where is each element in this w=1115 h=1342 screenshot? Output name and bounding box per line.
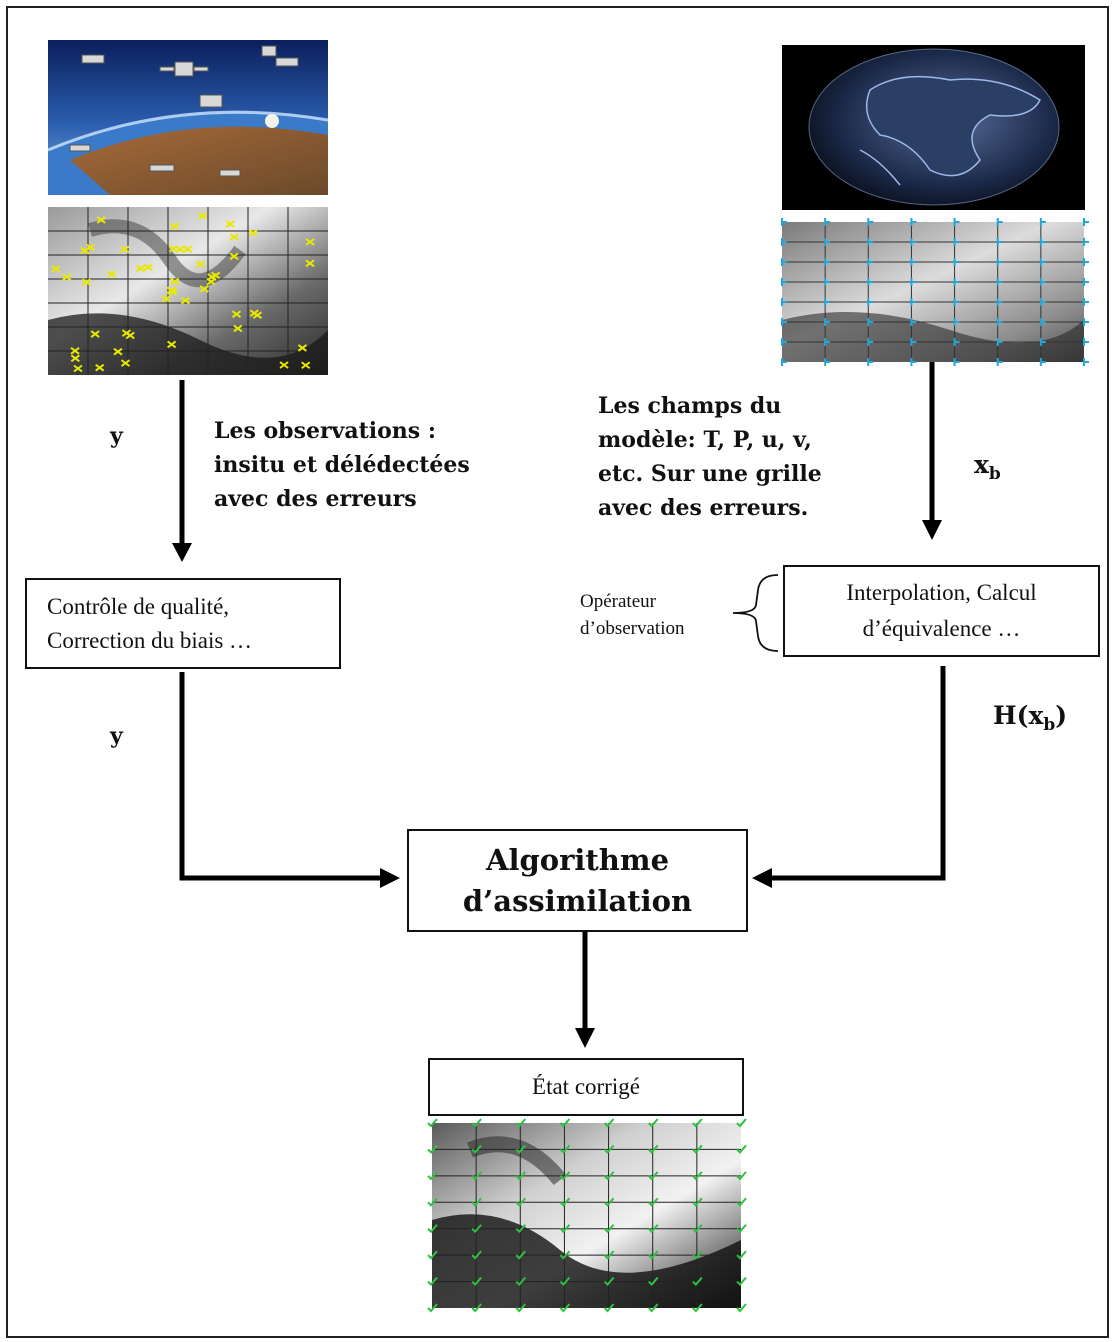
corrected-state-box: État corrigé [428, 1058, 744, 1116]
var-xb-sub: b [988, 464, 1001, 484]
algo-line-1: Algorithme [485, 842, 670, 877]
var-h-xb-prefix: H(x [993, 701, 1044, 730]
operator-line-2: d’observation [580, 618, 685, 639]
qc-line-2: Correction du biais … [47, 627, 253, 653]
var-h-xb: H(xb) [993, 701, 1067, 735]
observation-operator-label: Opérateur d’observation [580, 588, 684, 642]
interp-line-1: Interpolation, Calcul [846, 580, 1037, 605]
var-y-bottom: y [110, 723, 123, 749]
operator-line-1: Opérateur [580, 591, 656, 612]
quality-control-box: Contrôle de qualité, Correction du biais… [25, 578, 341, 669]
qc-line-1: Contrôle de qualité, [47, 593, 230, 619]
assimilation-algorithm-box: Algorithme d’assimilation [407, 829, 748, 932]
diagram-frame [6, 6, 1109, 1338]
corrected-state-label: État corrigé [532, 1074, 640, 1099]
var-h-xb-sub: b [1043, 715, 1056, 735]
model-line-4: avec des erreurs. [598, 495, 809, 521]
var-xb-base: x [974, 450, 989, 479]
observations-line-1: Les observations : [214, 418, 436, 444]
observations-line-2: insitu et délédectées [214, 452, 470, 478]
observations-line-3: avec des erreurs [214, 486, 417, 512]
model-description: Les champs du modèle: T, P, u, v, etc. S… [598, 389, 822, 525]
var-h-xb-suffix: ) [1055, 701, 1068, 730]
model-line-3: etc. Sur une grille [598, 461, 822, 487]
var-xb: xb [974, 450, 1001, 484]
interpolation-box: Interpolation, Calcul d’équivalence … [783, 565, 1100, 657]
observations-description: Les observations : insitu et délédectées… [214, 414, 470, 516]
var-y-top: y [110, 423, 123, 449]
interp-line-2: d’équivalence … [862, 616, 1021, 641]
algo-line-2: d’assimilation [462, 883, 693, 918]
model-line-2: modèle: T, P, u, v, [598, 427, 812, 453]
model-line-1: Les champs du [598, 393, 782, 419]
